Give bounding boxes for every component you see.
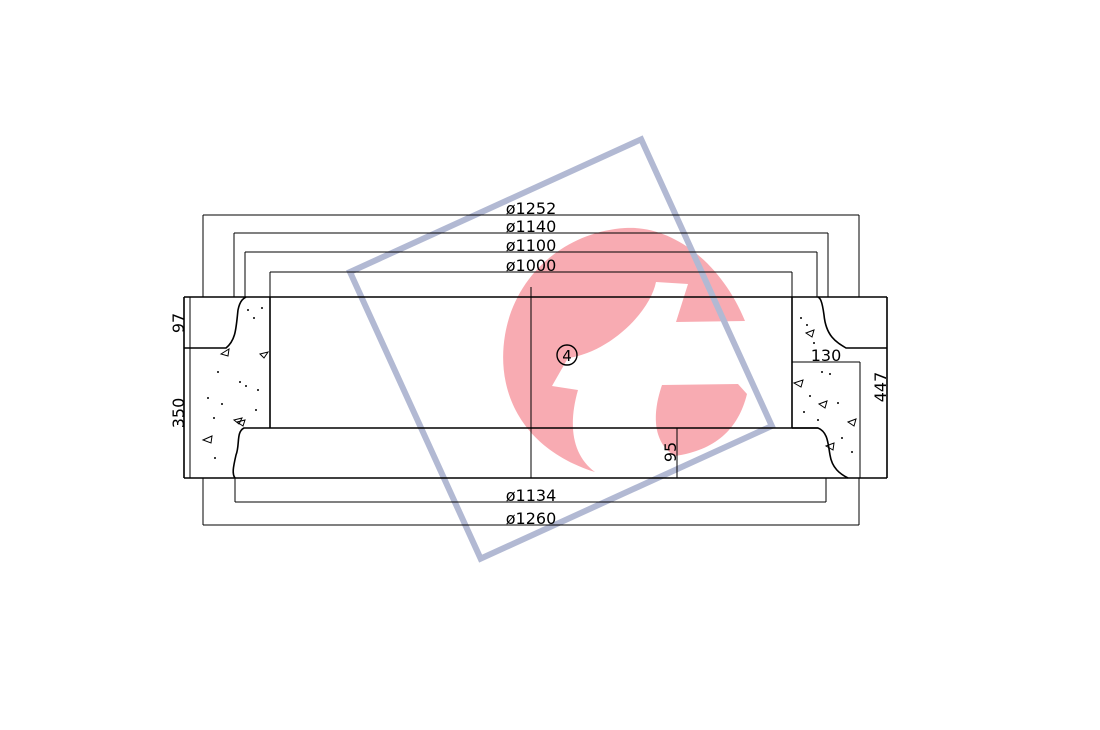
dim-d1000: ø1000 [506,256,557,275]
top-dimensions: ø1252 ø1140 ø1100 ø1000 [202,199,860,297]
concrete-hatch-left [201,307,270,459]
dim-d1100: ø1100 [506,236,557,255]
callout-marker: 4 [556,344,578,366]
watermark-logo [346,135,776,563]
watermark-blue-frame [346,135,776,563]
callout-label: 4 [562,347,572,365]
dim-d1252: ø1252 [506,199,557,218]
watermark-red-mark-lower [655,384,747,456]
dim-d1134: ø1134 [506,486,557,505]
dim-h350: 350 [169,398,188,429]
dim-d1140: ø1140 [506,217,557,236]
dim-h95: 95 [661,442,680,462]
watermark-red-mark [503,227,745,472]
side-dimensions: 97 350 447 130 95 [169,297,890,478]
concrete-hatch-right [792,317,857,453]
dim-w130: 130 [811,346,842,365]
dim-h97: 97 [169,313,188,333]
section-outline [183,287,888,479]
bottom-dimensions: ø1134 ø1260 [202,478,860,528]
dim-h447: 447 [871,372,890,403]
dim-d1260: ø1260 [506,509,557,528]
